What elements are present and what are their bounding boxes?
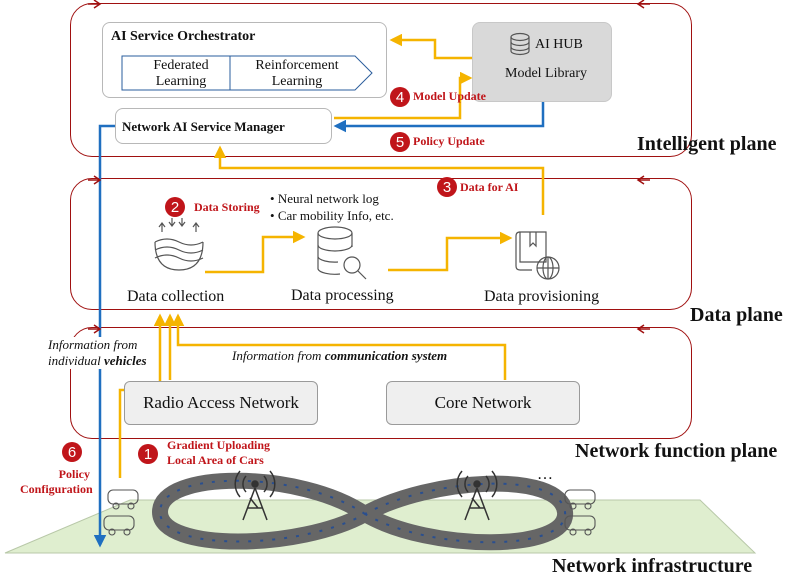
network-function-plane-title: Network function plane (575, 440, 778, 463)
data-plane-frame (70, 178, 692, 310)
more-ellipsis: … (537, 466, 553, 483)
step-2-label: Data Storing (194, 200, 260, 214)
ai-hub-title: AI HUB (535, 37, 583, 52)
data-processing-label: Data processing (291, 287, 394, 304)
network-infrastructure-title: Network infrastructure (552, 555, 753, 577)
step-6-label: Policy Configuration (20, 467, 93, 496)
step-1-label: Gradient Uploading Local Area of Cars (167, 438, 271, 467)
step-6-badge: 6 (62, 442, 82, 462)
radio-access-network-box[interactable]: Radio Access Network (124, 381, 318, 425)
manager-title: Network AI Service Manager (122, 119, 285, 134)
ai-hub-box[interactable] (472, 22, 612, 102)
step-5-label: Policy Update (413, 134, 485, 148)
intelligent-plane-title: Intelligent plane (637, 133, 777, 155)
step-3-label: Data for AI (460, 180, 519, 194)
step-4-label: Model Update (413, 89, 486, 103)
data-collection-label: Data collection (127, 288, 225, 305)
info-from-communication-system: Information from communication system (232, 348, 448, 364)
network-function-plane-frame (70, 327, 692, 439)
federated-learning-label: Federated Learning (153, 58, 209, 89)
storing-note: • Neural network log (270, 191, 379, 206)
model-library-label: Model Library (505, 66, 588, 81)
step-4-badge: 4 (390, 87, 410, 107)
step-3-badge: 3 (437, 177, 457, 197)
step-2-badge: 2 (165, 197, 185, 217)
reinforcement-learning-label: Reinforcement Learning (255, 58, 339, 89)
data-provisioning-label: Data provisioning (484, 288, 600, 305)
network-ai-service-manager-box[interactable]: Network AI Service Manager (115, 108, 332, 144)
orchestrator-title: AI Service Orchestrator (111, 29, 256, 44)
info-from-vehicles: Information from individual vehicles (48, 337, 147, 369)
storing-note: • Car mobility Info, etc. (270, 208, 394, 223)
intelligent-plane-frame (70, 3, 692, 157)
storing-notes: • Neural network log • Car mobility Info… (270, 190, 394, 224)
step-1-badge: 1 (138, 444, 158, 464)
step-5-badge: 5 (390, 132, 410, 152)
core-network-box[interactable]: Core Network (386, 381, 580, 425)
data-plane-title: Data plane (690, 304, 783, 326)
